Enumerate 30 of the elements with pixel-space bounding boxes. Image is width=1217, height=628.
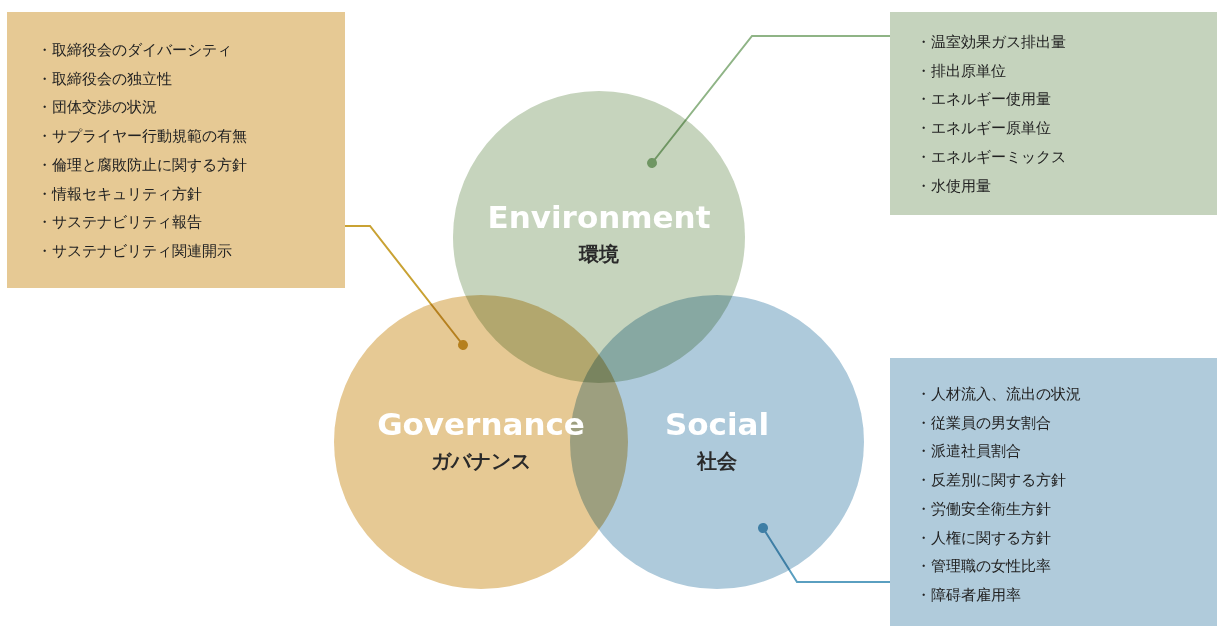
list-item: ・従業員の男女割合 bbox=[916, 412, 1051, 434]
list-item: ・サステナビリティ報告 bbox=[37, 212, 202, 234]
circle-title: Environment bbox=[487, 199, 711, 235]
list-item: ・排出原単位 bbox=[916, 60, 1006, 82]
circle-subtitle: ガバナンス bbox=[431, 448, 531, 475]
list-item: ・反差別に関する方針 bbox=[916, 470, 1066, 492]
list-item: ・派遣社員割合 bbox=[916, 441, 1021, 463]
list-item: ・情報セキュリティ方針 bbox=[37, 183, 202, 205]
list-item: ・障碍者雇用率 bbox=[916, 584, 1021, 606]
list-item: ・水使用量 bbox=[916, 175, 991, 197]
list-item: ・労働安全衛生方針 bbox=[916, 498, 1051, 520]
list-item: ・エネルギー原単位 bbox=[916, 118, 1051, 140]
text-box bbox=[7, 12, 345, 288]
list-item: ・サプライヤー行動規範の有無 bbox=[37, 126, 247, 148]
list-item: ・管理職の女性比率 bbox=[916, 556, 1051, 578]
list-item: ・サステナビリティ関連開示 bbox=[37, 240, 232, 262]
circle-subtitle: 環境 bbox=[579, 241, 619, 268]
list-item: ・エネルギーミックス bbox=[916, 146, 1066, 168]
list-item: ・人権に関する方針 bbox=[916, 527, 1051, 549]
list-item: ・温室効果ガス排出量 bbox=[916, 32, 1066, 53]
text-box bbox=[890, 358, 1217, 626]
circle-subtitle: 社会 bbox=[697, 448, 737, 475]
list-item: ・倫理と腐敗防止に関する方針 bbox=[37, 154, 247, 176]
list-item: ・取締役会のダイバーシティ bbox=[37, 40, 232, 61]
circle-title: Social bbox=[664, 406, 770, 442]
text-box bbox=[890, 12, 1217, 215]
list-item: ・人材流入、流出の状況 bbox=[916, 384, 1081, 405]
list-item: ・エネルギー使用量 bbox=[916, 89, 1051, 111]
list-item: ・取締役会の独立性 bbox=[37, 68, 172, 90]
list-item: ・団体交渉の状況 bbox=[37, 97, 157, 119]
